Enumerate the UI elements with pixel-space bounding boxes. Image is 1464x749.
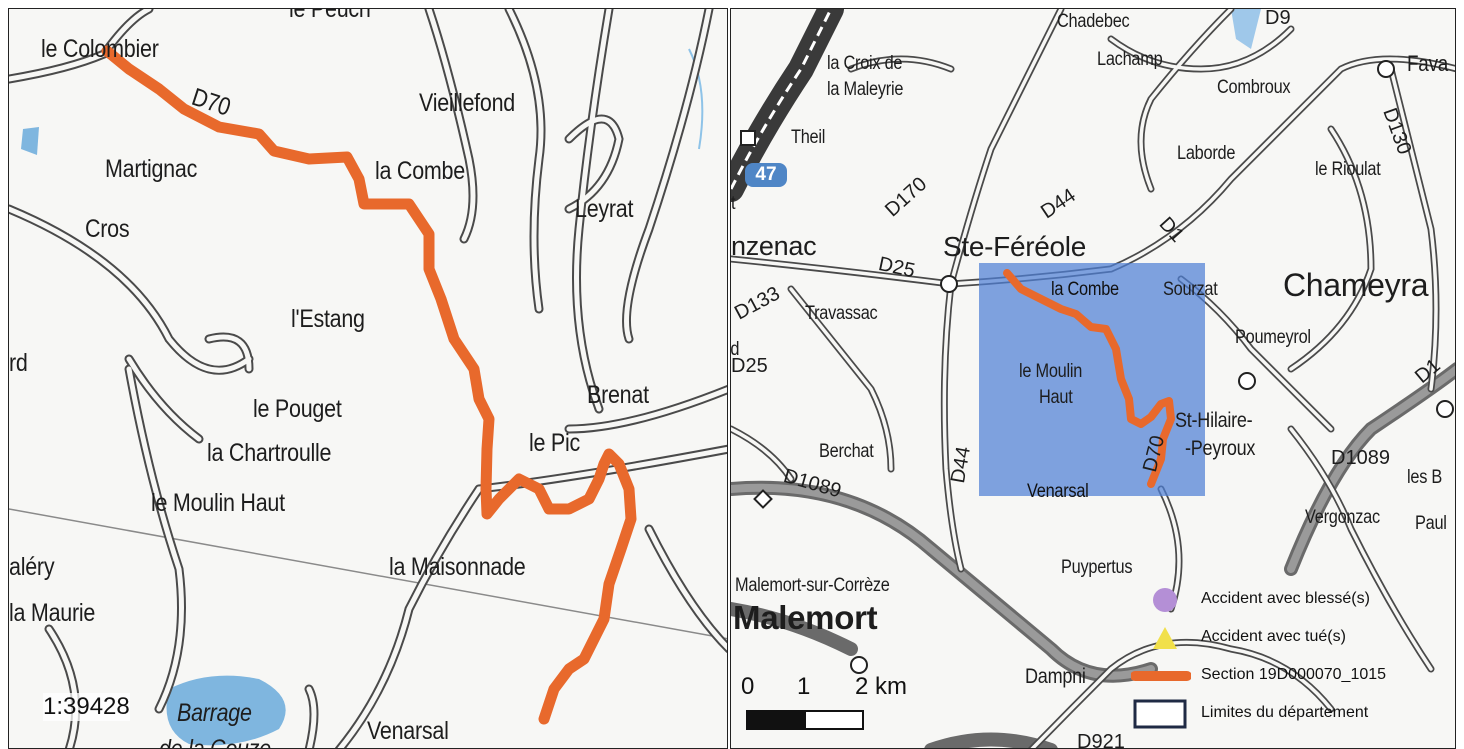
map-legend: Accident avec blessé(s) Accident avec tu… xyxy=(1125,569,1455,748)
map-label-la-maleyrie: la Maleyrie xyxy=(827,79,904,100)
map-label-lestang: l'Estang xyxy=(291,305,365,333)
map-label-travassac: Travassac xyxy=(805,303,878,324)
map-label-laborde: Laborde xyxy=(1177,143,1236,164)
map-label-vergonzac: Vergonzac xyxy=(1305,507,1380,528)
map-label-la-chartroulle: la Chartroulle xyxy=(207,439,332,467)
line-icon xyxy=(1131,671,1191,681)
legend-label-boundary: Limites du département xyxy=(1201,704,1369,721)
map-label-rd: rd xyxy=(9,349,28,377)
map-label-la-maisonnade: la Maisonnade xyxy=(389,553,526,581)
map-label-t: t xyxy=(731,193,736,214)
map-label-la-croix: la Croix de xyxy=(827,53,903,74)
map-label-fava: Fava xyxy=(1407,51,1449,76)
rect-icon xyxy=(1133,699,1187,729)
scale-ratio: 1:39428 xyxy=(43,693,130,721)
map-label-malemort-sur-correze: Malemort-sur-Corrèze xyxy=(735,575,890,596)
map-label-la-maurie: la Maurie xyxy=(9,599,96,627)
scale-bar-black xyxy=(747,711,805,729)
route-section-line xyxy=(101,45,637,725)
scale-bar-white xyxy=(804,710,864,730)
map-label-le-moulin-haut: le Moulin Haut xyxy=(151,489,285,517)
map-label-venarsal-r: Venarsal xyxy=(1027,481,1089,502)
map-label-ste-fereole: Ste-Féréole xyxy=(943,231,1086,262)
scale-label-2km: 2 km xyxy=(855,673,908,700)
map-label-theil: Theil xyxy=(791,127,826,148)
legend-item-section: Section 19D000070_1015 xyxy=(1125,659,1455,693)
stream xyxy=(688,48,704,150)
legend-label-section: Section 19D000070_1015 xyxy=(1201,666,1387,683)
lake xyxy=(1231,9,1261,49)
map-label-venarsal: Venarsal xyxy=(367,717,449,745)
overview-route-line xyxy=(1003,269,1175,488)
map-label-les-b: les B xyxy=(1407,467,1443,488)
legend-item-boundary: Limites du département xyxy=(1125,697,1455,731)
map-label-alery: aléry xyxy=(9,553,55,581)
road-label-d921: D921 xyxy=(1077,731,1125,749)
power-line xyxy=(9,508,727,640)
legend-label-injury: Accident avec blessé(s) xyxy=(1201,590,1370,607)
zoom-extent-rect xyxy=(979,263,1205,496)
map-label-ld: ld xyxy=(730,339,740,360)
circle-icon xyxy=(1153,588,1177,612)
map-label-le-pic: le Pic xyxy=(529,429,581,457)
map-label-leyrat: Leyrat xyxy=(575,195,634,223)
map-label-de-la-couze: de la Couze xyxy=(159,735,271,749)
detail-map-canvas xyxy=(9,9,727,748)
map-label-poumeyrol: Poumeyrol xyxy=(1235,327,1311,348)
detail-map-panel[interactable]: le Peuch le Colombier D70 Vieillefond Ma… xyxy=(8,8,728,749)
map-label-puypertus: Puypertus xyxy=(1061,557,1133,578)
map-label-chameyra: Chameyra xyxy=(1283,267,1429,303)
map-label-le-moulin: le Moulin xyxy=(1019,361,1083,382)
map-label-le-pouget: le Pouget xyxy=(253,395,342,423)
map-label-le-rioulat: le Rioulat xyxy=(1315,159,1381,180)
map-label-st-hilaire: St-Hilaire- xyxy=(1175,409,1253,432)
map-label-la-combe: la Combe xyxy=(375,157,465,185)
triangle-icon xyxy=(1153,627,1177,649)
map-label-nzenac: nzenac xyxy=(731,231,817,261)
road-label-d9: D9 xyxy=(1265,8,1291,29)
map-label-le-peuch: le Peuch xyxy=(289,8,371,23)
road-label-d1089: D1089 xyxy=(1331,447,1390,469)
pond-icon xyxy=(21,127,39,155)
motorway-badge: 47 xyxy=(745,163,787,187)
map-label-barrage: Barrage xyxy=(177,699,252,727)
legend-item-fatal: Accident avec tué(s) xyxy=(1125,621,1455,655)
map-label-chadebec: Chadebec xyxy=(1057,11,1130,32)
map-label-haut: Haut xyxy=(1039,387,1073,408)
scale-label-1: 1 xyxy=(797,673,811,700)
legend-item-injury: Accident avec blessé(s) xyxy=(1125,583,1455,617)
map-label-malemort: Malemort xyxy=(733,599,878,636)
map-label-combroux: Combroux xyxy=(1217,77,1291,98)
legend-label-fatal: Accident avec tué(s) xyxy=(1201,628,1346,645)
map-label-la-combe-r: la Combe xyxy=(1051,279,1119,300)
road-label-d25b: D25 xyxy=(731,355,768,377)
map-label-le-colombier: le Colombier xyxy=(41,35,159,63)
map-label-berchat: Berchat xyxy=(819,441,874,462)
map-label-dampni: Dampni xyxy=(1025,665,1086,688)
map-label-martignac: Martignac xyxy=(105,155,198,183)
map-label-cros: Cros xyxy=(85,215,130,243)
overview-map-panel[interactable]: Chadebec D9 Lachamp la Croix de la Maley… xyxy=(730,8,1456,749)
map-label-vieillefond: Vieillefond xyxy=(419,89,515,117)
map-label-paul: Paul xyxy=(1415,513,1447,534)
reservoir xyxy=(166,675,286,746)
map-label-lachamp: Lachamp xyxy=(1097,49,1163,70)
map-label-peyroux: -Peyroux xyxy=(1185,437,1256,460)
map-label-brenat: Brenat xyxy=(587,381,649,409)
map-label-sourzat: Sourzat xyxy=(1163,279,1218,300)
scale-label-0: 0 xyxy=(741,673,755,700)
